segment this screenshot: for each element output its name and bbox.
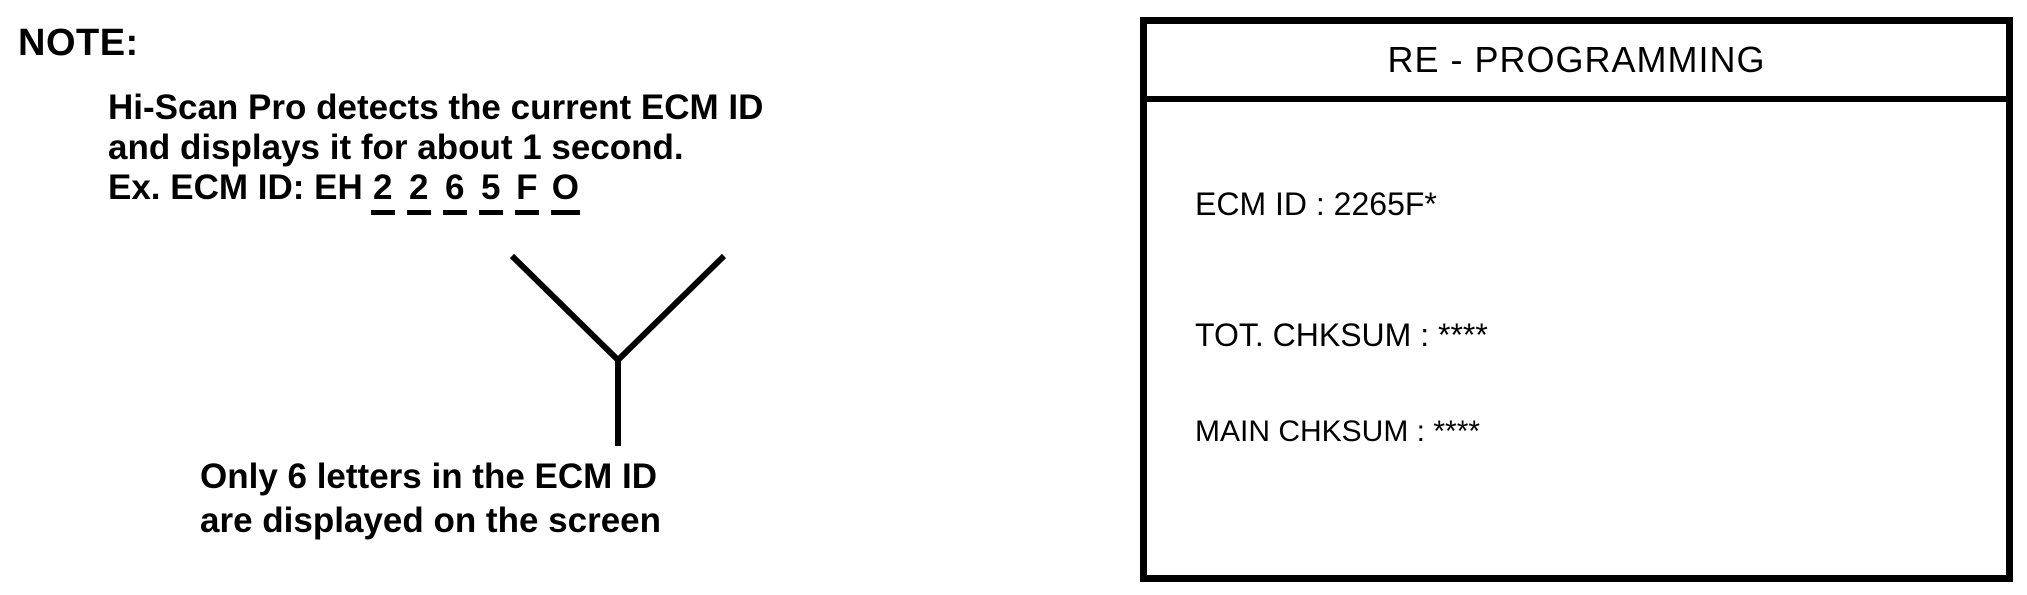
screen-row-main-chksum-label: MAIN CHKSUM [1195, 415, 1409, 448]
screen-title: RE - PROGRAMMING [1387, 39, 1766, 80]
screen-row-main-chksum-separator: : [1408, 415, 1434, 448]
leader-caption-line-2: are displayed on the screen [200, 501, 662, 540]
screen-row-main-chksum: MAIN CHKSUM : **** [1195, 415, 1480, 449]
ecm-id-example: Ex. ECM ID: EH 2 2 6 5 F O [108, 168, 763, 215]
callout-leader-lines [509, 253, 727, 446]
screen-row-tot-chksum-separator: : [1411, 317, 1438, 353]
note-line-1: Hi-Scan Pro detects the current ECM ID [108, 88, 764, 127]
ecm-id-example-prefix: Ex. ECM ID: EH [108, 168, 363, 207]
leader-caption-line-1: Only 6 letters in the ECM ID [200, 457, 658, 496]
note-body: Hi-Scan Pro detects the current ECM ID a… [108, 88, 763, 215]
screen-row-tot-chksum: TOT. CHKSUM : **** [1195, 317, 1488, 354]
screen-title-bar: RE - PROGRAMMING [1147, 24, 2006, 102]
screen-body: ECM ID : 2265F* TOT. CHKSUM : **** MAIN … [1147, 102, 2006, 575]
ecm-id-char-1: 2 [370, 168, 395, 215]
screen-row-main-chksum-value: **** [1433, 415, 1481, 448]
ecm-id-underlined-chars: 2 2 6 5 F O [370, 168, 580, 215]
ecm-id-char-5: F [514, 168, 539, 215]
scan-tool-screen-panel: RE - PROGRAMMING ECM ID : 2265F* TOT. CH… [1140, 17, 2013, 582]
ecm-id-char-3: 6 [442, 168, 467, 215]
screen-row-ecm-id: ECM ID : 2265F* [1195, 186, 1437, 223]
screen-row-tot-chksum-label: TOT. CHKSUM [1195, 317, 1412, 353]
leader-caption: Only 6 letters in the ECM ID are display… [200, 455, 661, 543]
screen-row-ecm-id-label: ECM ID [1195, 186, 1307, 222]
screen-row-ecm-id-separator: : [1307, 186, 1334, 222]
note-heading: NOTE: [18, 22, 139, 64]
screen-row-tot-chksum-value: **** [1437, 317, 1488, 353]
ecm-id-char-4: 5 [478, 168, 503, 215]
note-line-2: and displays it for about 1 second. [108, 128, 684, 167]
ecm-id-char-2: 2 [406, 168, 431, 215]
screen-row-ecm-id-value: 2265F* [1333, 186, 1437, 222]
ecm-id-char-6: O [550, 168, 580, 215]
leader-v-shape [509, 253, 727, 365]
